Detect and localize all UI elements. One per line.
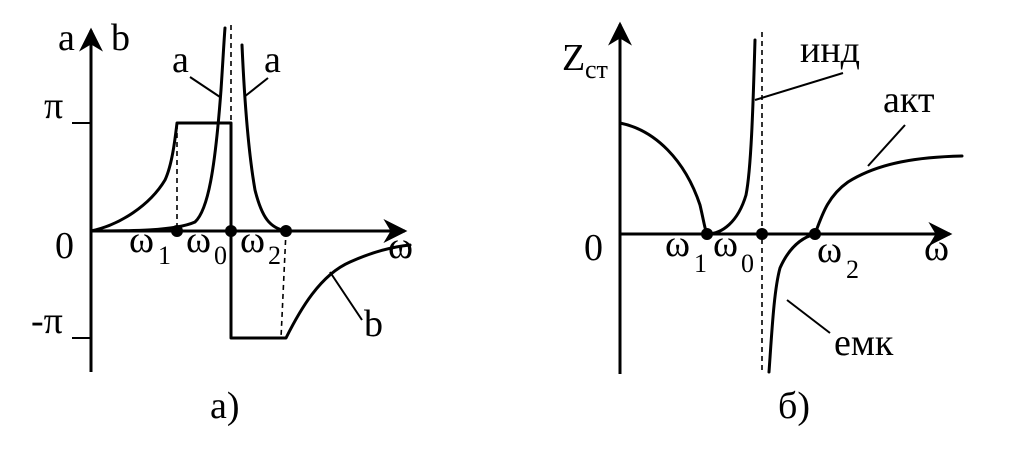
curve-label-a-left: a <box>172 39 189 81</box>
amplitude-curve-a-left <box>89 26 227 233</box>
amplitude-curve-a-right <box>240 43 288 233</box>
label-zero-left: 0 <box>55 225 74 267</box>
label-omega-left: ω <box>388 225 413 267</box>
label-omega2-right: ω <box>817 229 842 271</box>
leader-b <box>329 271 363 321</box>
leader-akt <box>867 124 906 167</box>
label-omega-right: ω <box>924 227 949 269</box>
axis-label-z-sub: ст <box>585 55 608 84</box>
panel-b: Z ст 0 ω ω 1 ω 0 ω 2 инд акт емк б) <box>562 21 964 427</box>
left-dash-omega2 <box>280 230 287 339</box>
point-omega2-left <box>280 225 292 237</box>
label-emk: емк <box>834 322 894 364</box>
label-omega0-right: ω <box>713 223 738 265</box>
label-omega1-left-sub: 1 <box>158 241 171 270</box>
impedance-curve-inductive <box>618 38 757 236</box>
label-ind: инд <box>800 29 860 71</box>
point-omega1-left <box>171 225 183 237</box>
leader-ind <box>754 72 844 101</box>
panel-a: a b a a π -π 0 ω b ω 1 ω 0 ω 2 а) <box>31 17 413 427</box>
label-minus-pi: -π <box>31 300 63 342</box>
label-omega2-left-sub: 2 <box>268 241 281 270</box>
label-omega2-right-sub: 2 <box>846 255 859 284</box>
caption-b: б) <box>778 385 810 427</box>
label-omega2-left: ω <box>240 219 265 261</box>
leader-emk <box>786 299 831 334</box>
label-omega0-left-sub: 0 <box>214 241 227 270</box>
label-zero-right: 0 <box>584 227 603 269</box>
label-omega1-left: ω <box>129 219 154 261</box>
label-akt: акт <box>883 79 935 121</box>
point-omega0-right <box>756 228 768 240</box>
point-omega2-right <box>809 228 821 240</box>
point-omega1-right <box>701 228 713 240</box>
label-omega1-right-sub: 1 <box>694 249 707 278</box>
axis-label-z: Z <box>562 37 585 79</box>
point-omega0-left <box>225 225 237 237</box>
label-omega1-right: ω <box>665 223 690 265</box>
leader-a-right <box>243 77 269 98</box>
label-omega0-right-sub: 0 <box>741 249 754 278</box>
axis-label-b: b <box>111 17 130 59</box>
caption-a: а) <box>210 385 240 427</box>
leader-a-left <box>189 76 221 98</box>
axis-label-a: a <box>58 17 75 59</box>
curve-label-a-right: a <box>264 39 281 81</box>
label-omega0-left: ω <box>186 219 211 261</box>
curve-label-b: b <box>364 303 383 345</box>
label-pi: π <box>44 85 63 127</box>
phase-curve-b <box>89 121 412 340</box>
